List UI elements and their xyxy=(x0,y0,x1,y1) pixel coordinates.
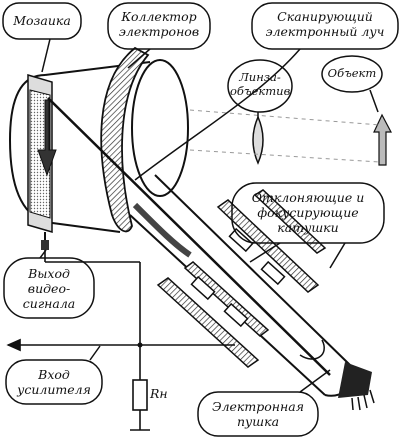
electron-gun xyxy=(338,362,375,411)
label-collector-line2: электронов xyxy=(118,24,200,39)
label-object: Объект xyxy=(327,66,377,80)
label-scan-beam-line2: электронный луч xyxy=(265,24,385,39)
label-lens-line2: объектив xyxy=(230,83,291,98)
label-collector-line1: Коллектор xyxy=(121,9,197,24)
label-gun-line2: пушка xyxy=(236,414,280,429)
label-gun: Электронная пушка xyxy=(200,399,316,429)
label-video-out-line1: Выход xyxy=(28,266,70,281)
label-amp-in-line1: Вход xyxy=(38,367,70,382)
label-mosaic: Мозаика xyxy=(13,13,71,28)
load-resistor xyxy=(132,379,148,411)
label-scan-beam: Сканирующий электронный луч xyxy=(254,9,396,39)
collector-ring xyxy=(100,46,150,233)
label-video-out-line2: видео- xyxy=(27,281,71,296)
scan-beam xyxy=(47,97,331,376)
label-video-out: Выход видео- сигнала xyxy=(6,266,92,311)
label-lens: Линза- объектив xyxy=(230,70,291,98)
label-gun-line1: Электронная xyxy=(212,399,304,414)
label-amp-in: Вход усилителя xyxy=(8,367,100,397)
signal-circuit xyxy=(6,250,235,431)
mosaic-plate xyxy=(27,74,57,250)
light-rays xyxy=(189,109,381,163)
label-scan-beam-line1: Сканирующий xyxy=(277,9,373,24)
label-collector: Коллектор электронов xyxy=(110,9,208,39)
label-deflect-line3: катушки xyxy=(277,220,339,235)
label-amp-in-line2: усилителя xyxy=(17,382,91,397)
label-lens-line1: Линза- xyxy=(239,70,281,84)
object-arrow xyxy=(373,113,392,166)
label-video-out-line3: сигнала xyxy=(22,296,76,311)
lens-shape xyxy=(252,115,264,165)
label-deflect-line2: фокусирующие xyxy=(257,205,359,220)
label-deflect-line1: Отклоняющие и xyxy=(251,190,365,205)
callouts xyxy=(2,2,399,437)
label-resistor: Rн xyxy=(150,386,168,401)
label-deflect: Отклоняющие и фокусирующие катушки xyxy=(234,190,382,235)
